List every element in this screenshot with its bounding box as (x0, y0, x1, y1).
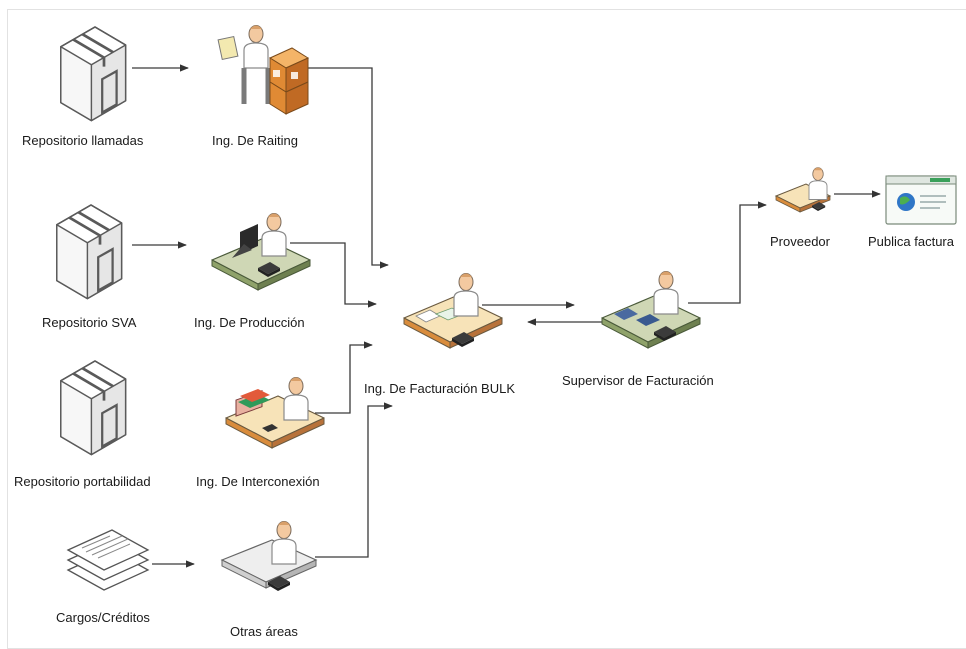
label-repositorio-portabilidad: Repositorio portabilidad (14, 474, 151, 489)
label-proveedor: Proveedor (770, 234, 831, 249)
arrow-supervisor-to-bulk (527, 318, 605, 326)
label-ing-facturacion-bulk: Ing. De Facturación BULK (364, 381, 515, 396)
otras-areas-icon (220, 520, 318, 591)
connectors (132, 64, 881, 568)
repositorio-portabilidad-icon (59, 359, 127, 456)
repositorio-sva-icon (55, 203, 123, 300)
arrow-raiting-to-bulk (284, 67, 389, 269)
ing-facturacion-bulk-icon (403, 272, 503, 349)
label-repositorio-sva: Repositorio SVA (42, 315, 137, 330)
label-repositorio-llamadas: Repositorio llamadas (22, 133, 144, 148)
label-ing-interconexion: Ing. De Interconexión (196, 474, 320, 489)
arrow-supervisor-to-proveedor (688, 201, 767, 304)
repositorio-llamadas-icon (59, 25, 127, 122)
arrow-produccion-to-bulk (290, 242, 377, 308)
label-ing-produccion: Ing. De Producción (194, 315, 305, 330)
supervisor-facturacion-icon (601, 270, 701, 349)
cargos-creditos-icon (66, 529, 150, 591)
ing-interconexion-icon (225, 376, 325, 449)
label-supervisor-facturacion: Supervisor de Facturación (562, 373, 714, 388)
label-publica-factura: Publica factura (868, 234, 955, 249)
arrow-interconexion-to-bulk (315, 341, 373, 414)
proveedor-icon (774, 167, 832, 213)
label-ing-raiting: Ing. De Raiting (212, 133, 298, 148)
label-cargos-creditos: Cargos/Créditos (56, 610, 150, 625)
publica-factura-icon (885, 175, 957, 225)
label-otras-areas: Otras áreas (230, 624, 298, 639)
ing-produccion-icon (211, 212, 311, 291)
arrow-otras-to-bulk (315, 402, 393, 558)
ing-raiting-icon (217, 24, 310, 115)
